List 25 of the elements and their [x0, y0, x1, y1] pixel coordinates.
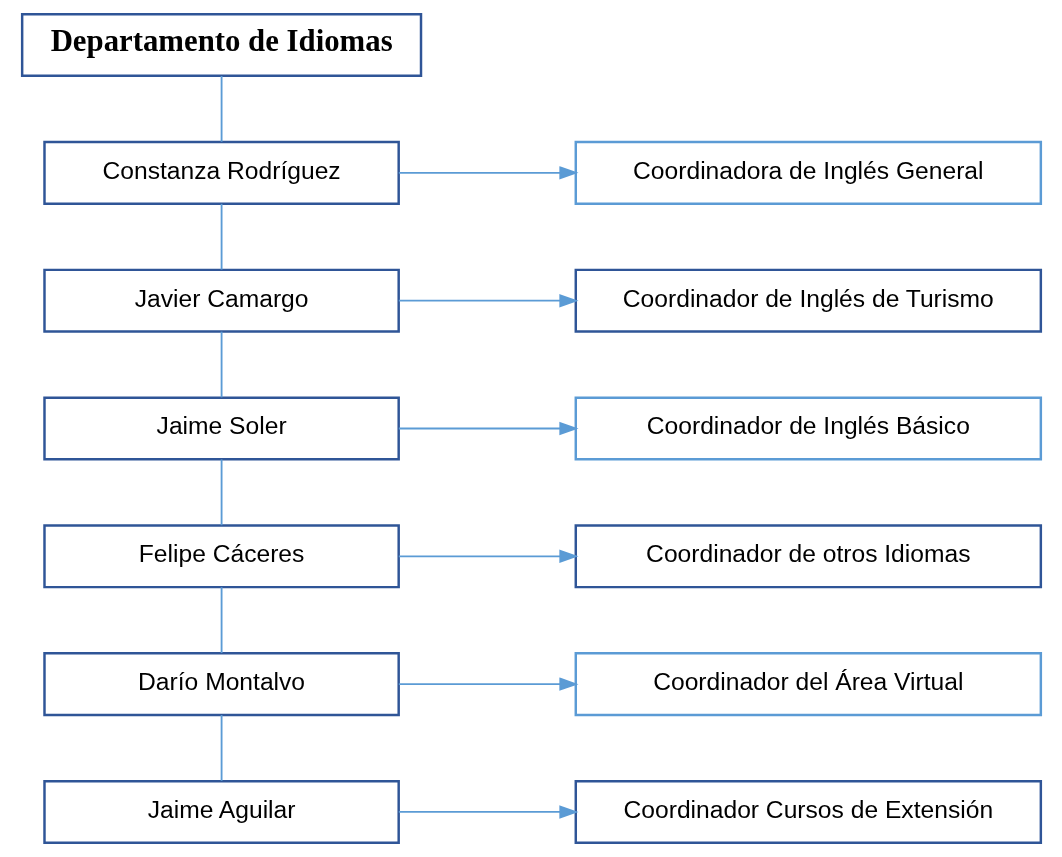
- connector: [220, 714, 222, 782]
- node-box: Departamento de Idiomas: [20, 13, 422, 78]
- node-box: Jaime Soler: [42, 396, 400, 461]
- arrow: [397, 549, 578, 563]
- connector: [220, 330, 222, 399]
- connector: [220, 458, 222, 527]
- node-box: Coordinador de Inglés Básico: [574, 396, 1042, 461]
- arrow: [397, 294, 578, 308]
- node-box: Jaime Aguilar: [42, 779, 400, 844]
- connector: [220, 75, 222, 143]
- node-box: Coordinador Cursos de Extensión: [574, 779, 1042, 844]
- arrow: [397, 166, 578, 180]
- node-box: Darío Montalvo: [42, 652, 400, 717]
- connector: [220, 586, 222, 654]
- arrow: [397, 677, 578, 691]
- node-box: Coordinador de otros Idiomas: [574, 524, 1042, 589]
- arrow: [397, 421, 578, 436]
- arrow: [397, 805, 578, 819]
- node-box: Coordinador del Área Virtual: [574, 652, 1042, 717]
- node-box: Coordinador de Inglés de Turismo: [574, 268, 1042, 333]
- connector: [220, 202, 222, 271]
- node-box: Javier Camargo: [42, 268, 400, 333]
- node-box: Felipe Cáceres: [42, 524, 400, 589]
- node-box: Coordinadora de Inglés General: [574, 140, 1042, 205]
- node-box: Constanza Rodríguez: [42, 140, 400, 205]
